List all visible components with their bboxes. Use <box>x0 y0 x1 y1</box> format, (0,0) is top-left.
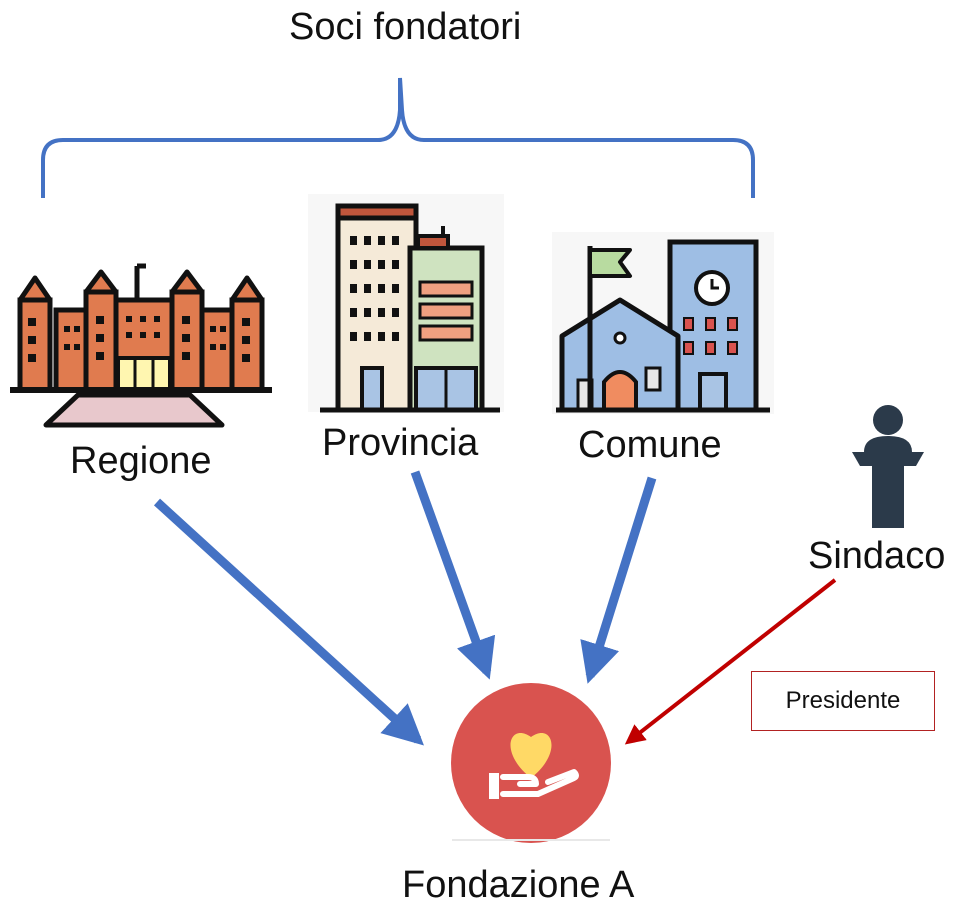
arrow-comune-to-fondazione <box>580 476 657 684</box>
arrow-provincia-to-fondazione <box>410 470 496 680</box>
town-hall-icon <box>552 232 774 414</box>
node-label-provincia: Provincia <box>322 422 479 464</box>
speaker-podium-icon <box>852 405 924 528</box>
node-label-regione: Regione <box>70 440 212 482</box>
founders-title: Soci fondatori <box>289 6 522 48</box>
node-label-sindaco: Sindaco <box>808 535 946 577</box>
office-buildings-icon <box>308 194 504 413</box>
regional-palace-icon <box>10 263 272 428</box>
arrow-sindaco-to-fondazione <box>624 578 837 745</box>
role-label-presidente: Presidente <box>751 671 935 731</box>
node-label-comune: Comune <box>578 424 722 466</box>
arrow-regione-to-fondazione <box>153 498 424 746</box>
node-label-fondazione: Fondazione A <box>402 864 635 906</box>
founders-bracket <box>41 77 755 198</box>
charity-heart-hand-icon <box>451 683 611 843</box>
